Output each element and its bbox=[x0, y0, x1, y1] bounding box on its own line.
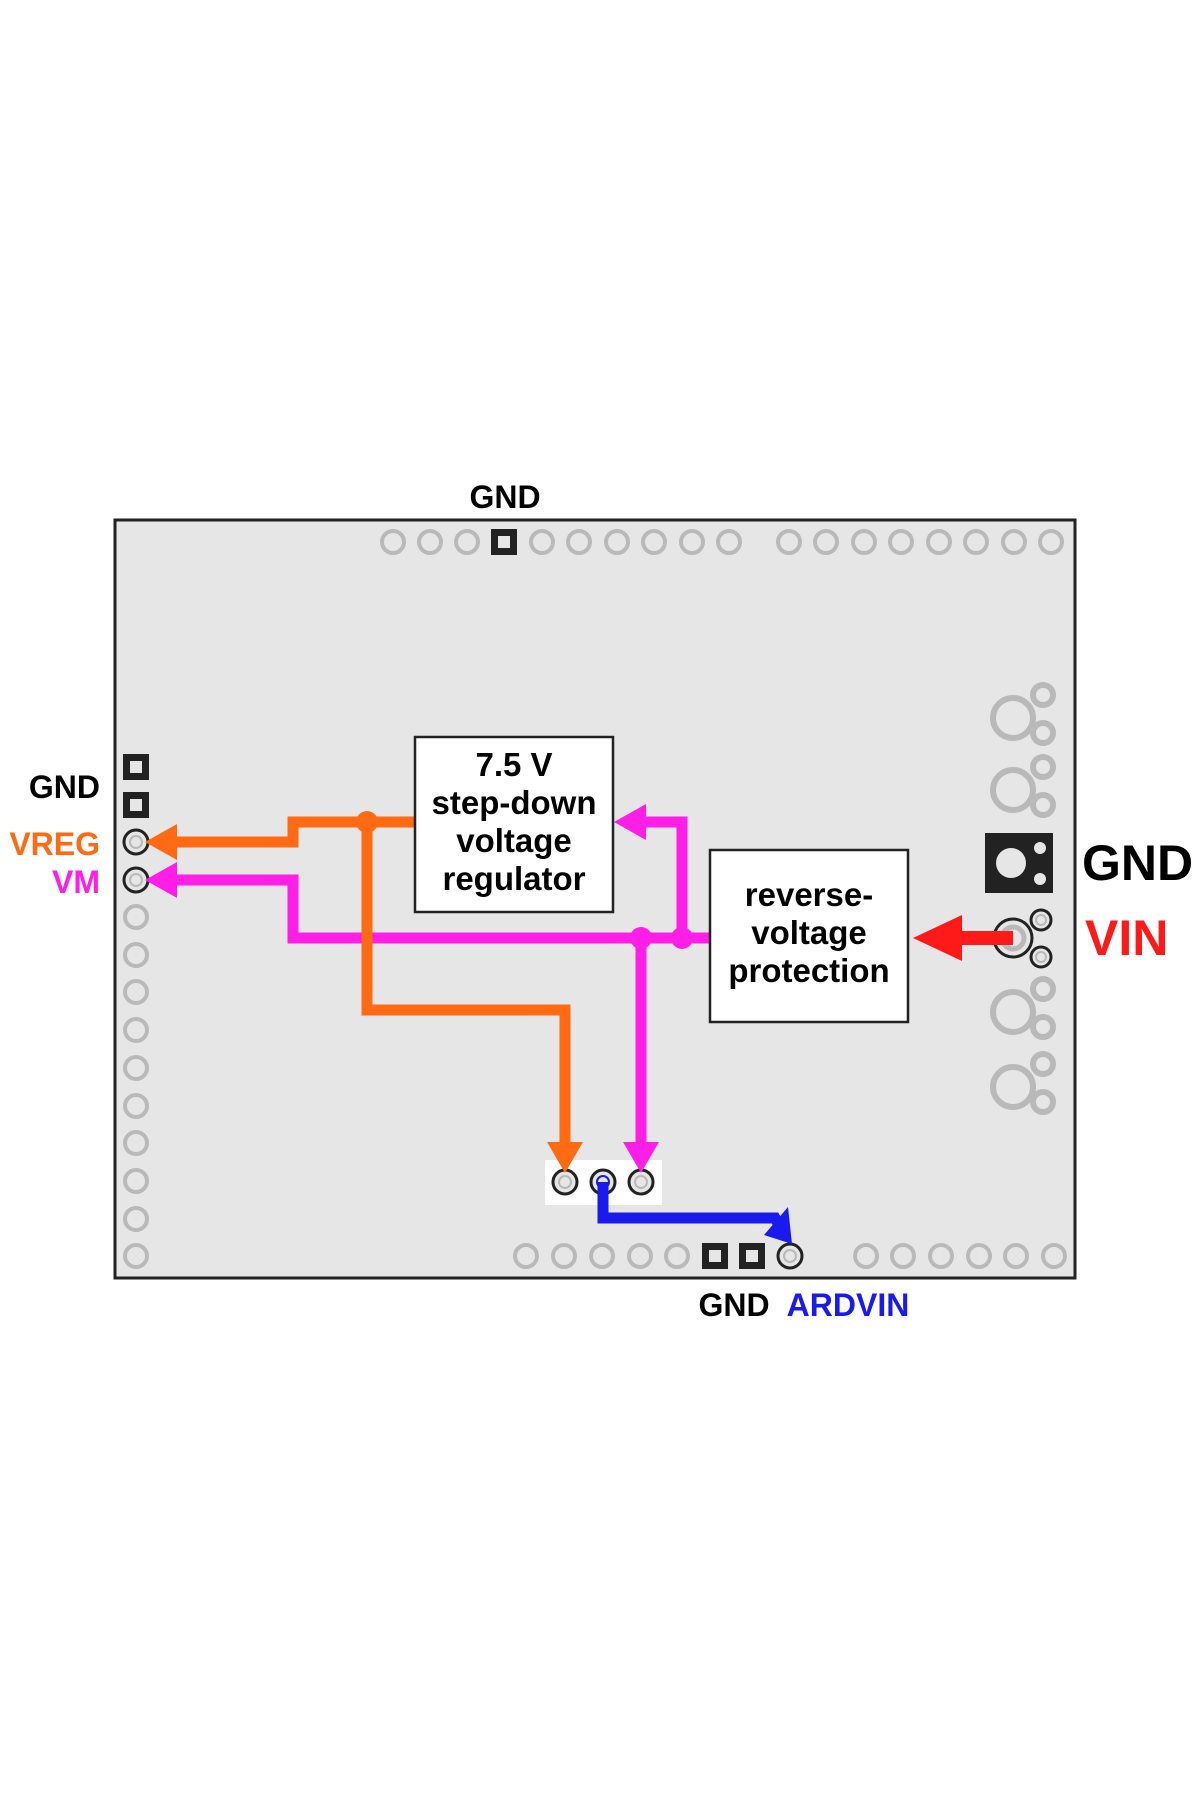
right-gnd-label: GND bbox=[1082, 835, 1193, 891]
vreg-vm-pins bbox=[122, 828, 150, 894]
vreg-trace bbox=[165, 816, 571, 1152]
left-gnd-pads bbox=[123, 754, 149, 818]
ardvin-label: ARDVIN bbox=[787, 1287, 910, 1323]
regulator-line-1: 7.5 V bbox=[475, 746, 552, 783]
vm-label: VM bbox=[52, 864, 100, 900]
jumper-vm-arrowhead bbox=[623, 1142, 659, 1173]
regulator-block: 7.5 V step-down voltage regulator bbox=[413, 735, 615, 914]
protection-block: reverse- voltage protection bbox=[708, 848, 910, 1024]
ardvin-pin bbox=[776, 1242, 804, 1270]
top-gnd-pad bbox=[491, 529, 517, 555]
top-gnd-label: GND bbox=[469, 479, 540, 515]
regulator-line-2: step-down bbox=[432, 784, 597, 821]
regulator-line-3: voltage bbox=[456, 822, 572, 859]
left-header-pins bbox=[123, 904, 149, 1269]
regulator-line-4: regulator bbox=[442, 860, 585, 897]
protection-line-1: reverse- bbox=[745, 876, 873, 913]
jumper-vreg-arrowhead bbox=[547, 1142, 583, 1173]
vreg-arrowhead bbox=[145, 824, 177, 860]
regulator-input-arrowhead bbox=[614, 804, 646, 840]
right-mounting-holes bbox=[990, 682, 1056, 1115]
left-gnd-label: GND bbox=[29, 769, 100, 805]
vin-arrowhead bbox=[913, 915, 962, 961]
bottom-header-pins bbox=[513, 1243, 1067, 1269]
protection-line-2: voltage bbox=[751, 914, 867, 951]
jumper-pins bbox=[551, 1168, 655, 1196]
right-gnd-terminal bbox=[985, 833, 1053, 893]
vm-trace bbox=[165, 816, 710, 1152]
vm-arrowhead bbox=[145, 862, 177, 898]
ardvin-arrowhead bbox=[764, 1207, 792, 1244]
vin-label: VIN bbox=[1085, 910, 1168, 966]
junction-dots bbox=[356, 811, 693, 949]
protection-line-3: protection bbox=[728, 952, 889, 989]
vreg-label: VREG bbox=[9, 826, 100, 862]
top-header-pins bbox=[380, 529, 1064, 555]
bottom-gnd-label: GND bbox=[698, 1287, 769, 1323]
bottom-gnd-pads bbox=[702, 1243, 765, 1269]
